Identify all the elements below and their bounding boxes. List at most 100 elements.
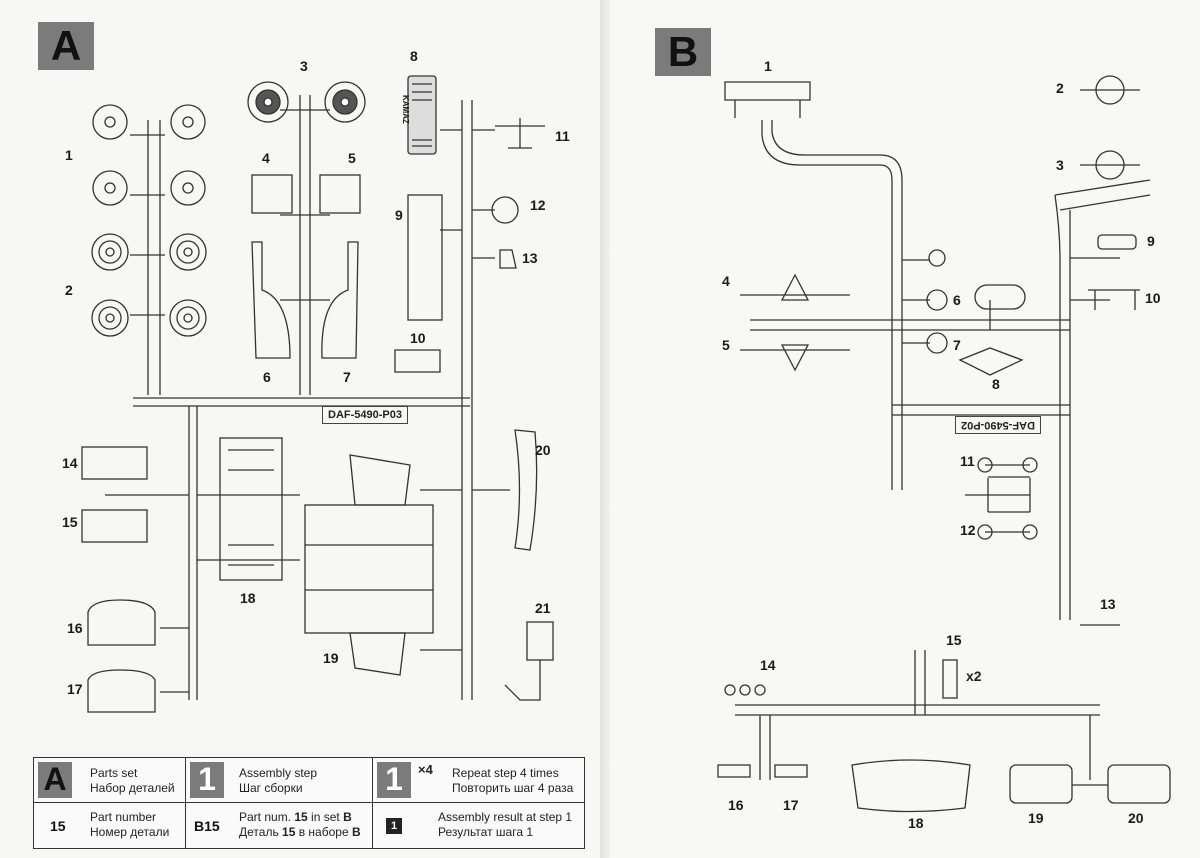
part-a18 xyxy=(219,437,283,581)
label-b3: 3 xyxy=(1056,157,1064,173)
label-b2: 2 xyxy=(1056,80,1064,96)
label-b20: 20 xyxy=(1128,810,1144,826)
label-b9: 9 xyxy=(1147,233,1155,249)
part-a1-wheels xyxy=(92,104,206,206)
part-b3-axle xyxy=(1080,150,1140,180)
label-a21: 21 xyxy=(535,600,551,616)
part-b2-axle xyxy=(1080,75,1140,105)
label-a19: 19 xyxy=(323,650,339,666)
part-a4 xyxy=(251,174,293,214)
label-a17: 17 xyxy=(67,681,83,697)
part-a9 xyxy=(407,194,443,321)
part-b4-b5 xyxy=(740,273,850,372)
part-b15-multiplier: x2 xyxy=(966,668,982,684)
label-b8: 8 xyxy=(992,376,1000,392)
legend-part-in-set-en: Part num. 15 in set B xyxy=(239,810,352,824)
legend-part-number-code: 15 xyxy=(50,818,66,834)
label-b15: 15 xyxy=(946,632,962,648)
part-a21 xyxy=(526,621,554,661)
part-b20 xyxy=(1107,764,1171,804)
label-a7: 7 xyxy=(343,369,351,385)
legend-repeat-step-en: Repeat step 4 times xyxy=(452,766,559,780)
legend-part-number-en: Part number xyxy=(90,810,157,824)
label-b16: 16 xyxy=(728,797,744,813)
legend-assembly-step-ru: Шаг сборки xyxy=(239,781,303,795)
label-a1: 1 xyxy=(65,147,73,163)
sprue-code-b: DAF-5490-P02 xyxy=(955,416,1041,434)
label-a18: 18 xyxy=(240,590,256,606)
legend-parts-set-en: Parts set xyxy=(90,766,138,780)
part-a11 xyxy=(495,118,545,149)
part-b7 xyxy=(926,332,948,354)
sprue-a-frame xyxy=(133,95,473,700)
set-b-sprue-diagram xyxy=(717,75,1171,813)
part-a10 xyxy=(394,349,441,373)
part-b14 xyxy=(724,684,736,696)
label-a8: 8 xyxy=(410,48,418,64)
label-a5: 5 xyxy=(348,150,356,166)
legend-parts-set-icon: A xyxy=(38,762,72,798)
part-a15 xyxy=(81,509,148,543)
part-b17 xyxy=(774,764,808,778)
part-b10 xyxy=(1088,289,1140,310)
part-b1 xyxy=(724,81,811,118)
label-b14: 14 xyxy=(760,657,776,673)
label-a12: 12 xyxy=(530,197,546,213)
part-a6-fender xyxy=(251,241,291,359)
legend-assembly-step-en: Assembly step xyxy=(239,766,318,780)
legend-result-en: Assembly result at step 1 xyxy=(438,810,573,824)
legend-parts-set-ru: Набор деталей xyxy=(90,781,175,795)
legend-part-in-set-code: B15 xyxy=(194,818,220,834)
sprue-b-bottom-runner xyxy=(735,650,1100,780)
legend-repeat-step-ru: Повторить шаг 4 раза xyxy=(452,781,574,795)
part-b-link xyxy=(974,284,1026,310)
set-b-badge: B xyxy=(655,28,711,76)
label-a15: 15 xyxy=(62,514,78,530)
label-a6: 6 xyxy=(263,369,271,385)
part-b-disc xyxy=(928,249,946,267)
part-b19 xyxy=(1009,764,1073,804)
legend-part-number-ru: Номер детали xyxy=(90,825,170,839)
legend-table: A Parts set Набор деталей 1 Assembly ste… xyxy=(33,757,585,849)
set-a-badge: A xyxy=(38,22,94,70)
label-b10: 10 xyxy=(1145,290,1161,306)
legend-repeat-step-icon: 1 xyxy=(377,762,411,798)
part-a16 xyxy=(87,599,156,646)
label-b7: 7 xyxy=(953,337,961,353)
legend-result-icon: 1 xyxy=(386,818,402,834)
label-b17: 17 xyxy=(783,797,799,813)
part-a20 xyxy=(514,429,538,551)
part-b16 xyxy=(717,764,751,778)
grille-brand-text: KAMAZ xyxy=(401,95,410,124)
page-set-b: B xyxy=(610,0,1200,858)
sprue-b-main-runner xyxy=(761,120,903,490)
label-b19: 19 xyxy=(1028,810,1044,826)
part-b15 xyxy=(942,659,958,699)
legend-part-in-set-ru: Деталь 15 в наборе B xyxy=(239,825,361,839)
label-b5: 5 xyxy=(722,337,730,353)
label-a11: 11 xyxy=(555,128,570,144)
part-b9 xyxy=(1097,234,1137,250)
label-b1: 1 xyxy=(764,58,772,74)
set-a-sprue-diagram xyxy=(81,75,554,713)
label-a13: 13 xyxy=(522,250,538,266)
part-a2-wheels xyxy=(91,233,207,337)
sprue-code-a: DAF-5490-P03 xyxy=(322,406,408,424)
part-b18 xyxy=(851,759,971,813)
label-a16: 16 xyxy=(67,620,83,636)
part-a17 xyxy=(87,669,156,713)
label-a4: 4 xyxy=(262,150,270,166)
part-a7-fender xyxy=(321,241,359,359)
label-a3: 3 xyxy=(300,58,308,74)
part-b11-b12 xyxy=(985,464,1030,533)
label-a9: 9 xyxy=(395,207,403,223)
part-a5 xyxy=(319,174,361,214)
part-a14 xyxy=(81,446,148,480)
legend-result-ru: Результат шага 1 xyxy=(438,825,534,839)
label-b18: 18 xyxy=(908,815,924,831)
part-a3-wheels xyxy=(247,81,366,123)
page-set-a: A xyxy=(33,0,605,858)
label-b12: 12 xyxy=(960,522,976,538)
label-b11: 11 xyxy=(960,453,975,469)
label-b6: 6 xyxy=(953,292,961,308)
